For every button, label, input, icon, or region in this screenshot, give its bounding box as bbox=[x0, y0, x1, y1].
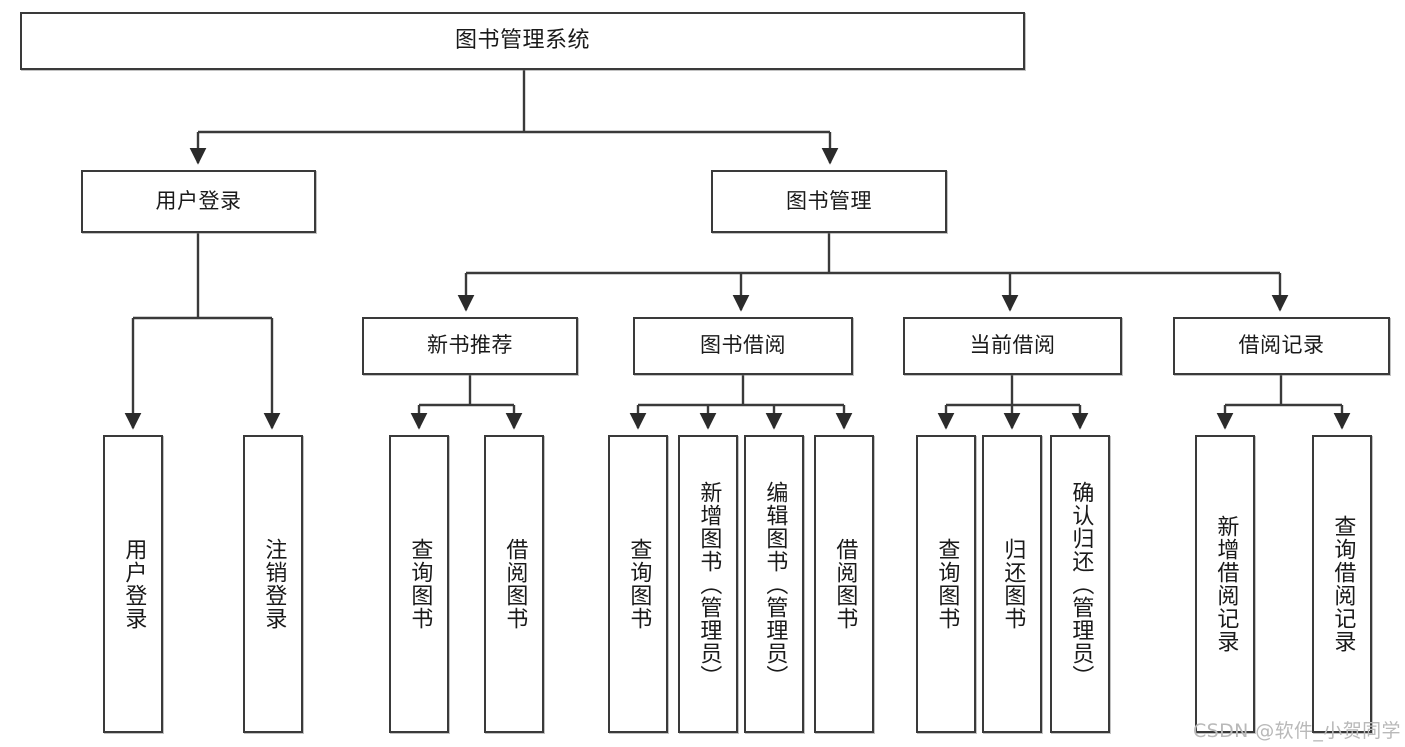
node-borrow-record[interactable]: 借阅记录 bbox=[1173, 317, 1390, 375]
node-leaf-edit-book[interactable]: 编辑图书（管理员） bbox=[744, 435, 804, 733]
node-leaf-query-book-3-label: 查询图书 bbox=[934, 538, 960, 630]
node-leaf-return-book-label: 归还图书 bbox=[1000, 538, 1026, 630]
node-new-book-rec-label: 新书推荐 bbox=[427, 333, 513, 358]
node-leaf-borrow-book-1[interactable]: 借阅图书 bbox=[484, 435, 544, 733]
node-leaf-add-book-label: 新增图书（管理员） bbox=[696, 480, 722, 688]
node-book-borrow[interactable]: 图书借阅 bbox=[633, 317, 853, 375]
node-leaf-return-book[interactable]: 归还图书 bbox=[982, 435, 1042, 733]
node-current-borrow-label: 当前借阅 bbox=[969, 333, 1056, 358]
node-leaf-query-book-3[interactable]: 查询图书 bbox=[916, 435, 976, 733]
node-root[interactable]: 图书管理系统 bbox=[20, 12, 1025, 70]
node-leaf-add-book[interactable]: 新增图书（管理员） bbox=[678, 435, 738, 733]
node-leaf-user-logout-label: 注销登录 bbox=[261, 538, 287, 630]
node-leaf-borrow-book-1-label: 借阅图书 bbox=[502, 538, 528, 630]
node-leaf-query-book-2-label: 查询图书 bbox=[626, 538, 652, 630]
node-book-borrow-label: 图书借阅 bbox=[700, 333, 786, 358]
node-leaf-edit-book-label: 编辑图书（管理员） bbox=[762, 480, 788, 688]
node-leaf-confirm-return-label: 确认归还（管理员） bbox=[1068, 480, 1094, 688]
node-current-borrow[interactable]: 当前借阅 bbox=[903, 317, 1122, 375]
node-root-label: 图书管理系统 bbox=[454, 27, 590, 53]
node-borrow-record-label: 借阅记录 bbox=[1238, 333, 1325, 358]
node-leaf-add-record[interactable]: 新增借阅记录 bbox=[1195, 435, 1255, 733]
node-user-login[interactable]: 用户登录 bbox=[81, 170, 316, 233]
node-leaf-add-record-label: 新增借阅记录 bbox=[1213, 515, 1239, 653]
node-leaf-query-book-2[interactable]: 查询图书 bbox=[608, 435, 668, 733]
node-leaf-user-login[interactable]: 用户登录 bbox=[103, 435, 163, 733]
node-book-manage-label: 图书管理 bbox=[786, 188, 872, 213]
node-leaf-query-record[interactable]: 查询借阅记录 bbox=[1312, 435, 1372, 733]
node-leaf-query-record-label: 查询借阅记录 bbox=[1330, 515, 1356, 653]
node-new-book-rec[interactable]: 新书推荐 bbox=[362, 317, 578, 375]
csdn-watermark: CSDN @软件_小贺同学 bbox=[1193, 720, 1401, 742]
node-leaf-borrow-book-2[interactable]: 借阅图书 bbox=[814, 435, 874, 733]
node-leaf-confirm-return[interactable]: 确认归还（管理员） bbox=[1050, 435, 1110, 733]
node-leaf-user-login-label: 用户登录 bbox=[121, 538, 147, 630]
node-book-manage[interactable]: 图书管理 bbox=[711, 170, 947, 233]
node-leaf-query-book-1[interactable]: 查询图书 bbox=[389, 435, 449, 733]
node-leaf-user-logout[interactable]: 注销登录 bbox=[243, 435, 303, 733]
node-user-login-label: 用户登录 bbox=[155, 188, 242, 213]
node-leaf-query-book-1-label: 查询图书 bbox=[407, 538, 433, 630]
node-leaf-borrow-book-2-label: 借阅图书 bbox=[832, 538, 858, 630]
